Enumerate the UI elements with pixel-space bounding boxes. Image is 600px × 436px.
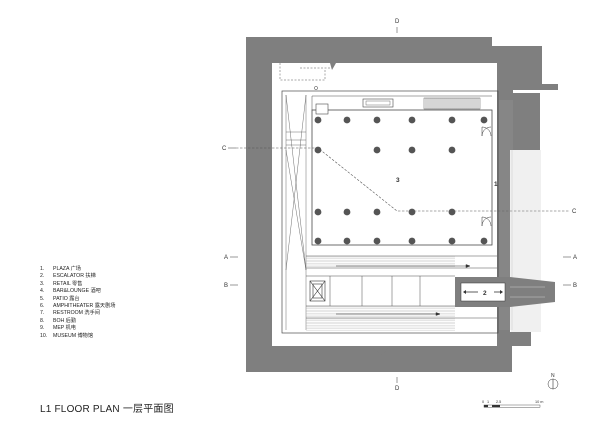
- column: [448, 146, 456, 154]
- column: [314, 116, 322, 124]
- legend-number: 8.: [40, 317, 45, 324]
- column: [373, 146, 381, 154]
- top-stair: [423, 97, 481, 110]
- legend-label: BAR&LOUNGE 酒吧: [53, 288, 101, 295]
- legend-item: 8. BOH 后勤: [40, 318, 115, 325]
- section-b-right: B: [573, 283, 577, 289]
- section-line-c: [236, 147, 570, 212]
- legend-item: 10. MUSEUM 博物馆: [40, 333, 115, 340]
- corridor-arrows: [336, 264, 471, 316]
- scale-bar: 0 1 2.5 10 m: [482, 400, 543, 408]
- legend-item: 1. PLAZA 广场: [40, 266, 115, 273]
- legend-label: AMPHITHEATER 露天剧场: [53, 303, 116, 310]
- room-number-plaza: 1: [494, 181, 498, 188]
- legend-number: 1.: [40, 266, 45, 272]
- section-markers: [228, 27, 571, 383]
- legend-number: 7.: [40, 310, 45, 317]
- column: [448, 237, 456, 245]
- legend-item: 4. BAR&LOUNGE 酒吧: [40, 288, 115, 295]
- legend: 1. PLAZA 广场 2. ESCALATOR 扶梯 3. RETAIL 零售 4.…: [40, 266, 115, 340]
- bar-counter-inner: [365, 100, 391, 106]
- retail-hall: [311, 109, 493, 246]
- top-entry-dashes: [279, 63, 332, 81]
- legend-item: 9. MEP 机电: [40, 325, 115, 332]
- legend-number: 5.: [40, 295, 45, 302]
- legend-number: 9.: [40, 325, 45, 332]
- column: [314, 208, 322, 216]
- column: [448, 116, 456, 124]
- legend-number: 4.: [40, 288, 45, 295]
- column: [343, 208, 351, 216]
- legend-label: RESTROOM 洗手间: [53, 310, 100, 317]
- legend-item: 7. RESTROOM 洗手间: [40, 310, 115, 317]
- north-arrow-icon: N: [547, 373, 559, 390]
- legend-item: 2. ESCALATOR 扶梯: [40, 273, 115, 280]
- column: [408, 116, 416, 124]
- column: [480, 116, 488, 124]
- room-number-retail: 3: [396, 177, 400, 184]
- legend-label: PATIO 露台: [53, 295, 80, 302]
- legend-label: ESCALATOR 扶梯: [53, 273, 96, 280]
- drain-marker: [314, 86, 318, 90]
- section-c-left: C: [222, 146, 227, 152]
- column: [448, 208, 456, 216]
- section-d-bottom: D: [395, 386, 400, 392]
- doors: [481, 126, 492, 227]
- column: [373, 116, 381, 124]
- legend-number: 3.: [40, 280, 45, 287]
- column: [408, 208, 416, 216]
- bar-counter: [362, 98, 394, 108]
- legend-item: 3. RETAIL 零售: [40, 281, 115, 288]
- column: [343, 116, 351, 124]
- scale-label-0: 0: [482, 400, 484, 404]
- legend-label: PLAZA 广场: [53, 266, 81, 272]
- section-d-top: D: [395, 19, 400, 25]
- west-corridor: [285, 94, 307, 330]
- scale-label-2: 2.5: [496, 400, 501, 404]
- column: [480, 237, 488, 245]
- lower-steps: [306, 256, 455, 331]
- escalator: [455, 277, 555, 307]
- section-c-right: C: [572, 209, 577, 215]
- legend-label: MUSEUM 博物馆: [53, 332, 94, 339]
- column: [373, 208, 381, 216]
- legend-item: 6. AMPHITHEATER 露天剧场: [40, 303, 115, 310]
- column: [343, 237, 351, 245]
- room-number-escalator: 2: [483, 290, 487, 297]
- column: [408, 146, 416, 154]
- restroom-box: [315, 103, 329, 115]
- column: [408, 237, 416, 245]
- column: [373, 237, 381, 245]
- scale-label-3: 10 m: [535, 400, 543, 404]
- scale-label-1: 1: [487, 400, 489, 404]
- north-label: N: [551, 373, 555, 379]
- legend-item: 5. PATIO 露台: [40, 296, 115, 303]
- drawing-title: L1 FLOOR PLAN 一层平面图: [40, 404, 174, 415]
- legend-number: 2.: [40, 273, 45, 280]
- column-grid: [314, 116, 488, 245]
- section-a-right: A: [573, 255, 577, 261]
- column: [314, 146, 322, 154]
- exterior-wall: [246, 37, 558, 372]
- bottom-wall-serrations: [280, 346, 480, 355]
- lift: [309, 280, 326, 302]
- section-a-left: A: [224, 255, 228, 261]
- section-b-left: B: [224, 283, 228, 289]
- column: [314, 237, 322, 245]
- legend-label: BOH 后勤: [53, 317, 77, 324]
- legend-label: RETAIL 零售: [53, 280, 83, 287]
- legend-label: MEP 机电: [53, 325, 76, 332]
- room-numbers: 3 1 2: [396, 177, 498, 297]
- lower-corridor: [306, 255, 497, 319]
- main-floor-outline: [281, 90, 499, 334]
- section-marker-labels: A B A B C C D D: [222, 19, 577, 392]
- legend-number: 6.: [40, 303, 45, 310]
- legend-number: 10.: [40, 332, 48, 339]
